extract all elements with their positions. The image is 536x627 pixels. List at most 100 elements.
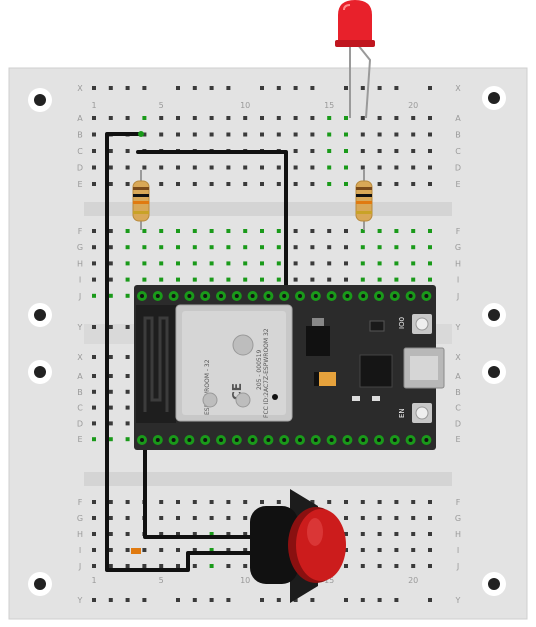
breadboard-hole[interactable] [327,500,332,504]
breadboard-hole[interactable] [125,548,130,552]
breadboard-hole[interactable] [243,532,248,536]
breadboard-hole[interactable] [159,532,164,536]
breadboard-hole[interactable] [125,293,130,298]
breadboard-hole[interactable] [176,245,180,250]
breadboard-hole[interactable] [108,421,113,426]
breadboard-hole[interactable] [92,325,96,329]
breadboard-hole[interactable] [260,165,264,170]
breadboard-hole[interactable] [293,261,298,266]
breadboard-hole[interactable] [377,149,382,153]
breadboard-hole[interactable] [360,500,365,504]
breadboard-hole[interactable] [92,261,96,266]
breadboard-hole[interactable] [159,229,164,233]
breadboard-hole[interactable] [428,132,432,137]
breadboard-hole[interactable] [92,132,96,137]
breadboard-hole[interactable] [209,229,214,233]
breadboard-hole[interactable] [108,437,113,442]
breadboard-hole[interactable] [310,500,315,504]
breadboard-hole[interactable] [310,116,315,120]
breadboard-hole[interactable] [293,245,298,250]
breadboard-hole[interactable] [260,132,264,137]
breadboard-hole[interactable] [92,229,96,233]
breadboard-hole[interactable] [108,261,113,266]
breadboard-hole[interactable] [276,261,281,266]
breadboard-hole[interactable] [276,245,281,250]
breadboard-hole[interactable] [192,132,197,137]
breadboard-hole[interactable] [108,116,113,120]
breadboard-hole[interactable] [428,548,432,552]
breadboard-hole[interactable] [260,182,264,186]
breadboard-hole[interactable] [92,500,96,504]
breadboard-hole[interactable] [428,564,432,568]
breadboard-hole[interactable] [192,86,197,90]
breadboard-hole[interactable] [108,149,113,153]
breadboard-hole[interactable] [192,500,197,504]
breadboard-hole[interactable] [360,132,365,137]
breadboard-hole[interactable] [276,165,281,170]
breadboard-hole[interactable] [108,548,113,552]
breadboard-hole[interactable] [92,405,96,410]
breadboard-hole[interactable] [142,261,147,266]
breadboard-hole[interactable] [411,132,416,137]
breadboard-hole[interactable] [108,165,113,170]
breadboard-hole[interactable] [192,564,197,568]
breadboard-hole[interactable] [125,500,130,504]
breadboard-hole[interactable] [327,165,332,170]
breadboard-hole[interactable] [394,149,399,153]
breadboard-hole[interactable] [92,421,96,426]
breadboard-hole[interactable] [192,598,197,602]
breadboard-hole[interactable] [176,548,180,552]
breadboard-hole[interactable] [428,598,432,602]
breadboard-hole[interactable] [360,165,365,170]
breadboard-hole[interactable] [293,132,298,137]
breadboard-hole[interactable] [411,149,416,153]
breadboard-hole[interactable] [411,116,416,120]
breadboard-hole[interactable] [394,598,399,602]
breadboard-hole[interactable] [125,149,130,153]
breadboard-hole[interactable] [243,245,248,250]
breadboard-hole[interactable] [125,245,130,250]
breadboard-hole[interactable] [226,598,231,602]
breadboard-hole[interactable] [192,182,197,186]
breadboard-hole[interactable] [260,277,264,282]
breadboard-hole[interactable] [125,325,130,329]
breadboard-hole[interactable] [176,86,180,90]
breadboard-hole[interactable] [360,149,365,153]
breadboard-hole[interactable] [92,116,96,120]
breadboard-hole[interactable] [125,405,130,410]
breadboard-hole[interactable] [176,182,180,186]
breadboard-hole[interactable] [360,564,365,568]
breadboard-hole[interactable] [159,132,164,137]
breadboard-hole[interactable] [310,598,315,602]
breadboard-hole[interactable] [394,116,399,120]
breadboard-hole[interactable] [142,132,147,137]
breadboard-hole[interactable] [125,389,130,394]
breadboard-hole[interactable] [428,516,432,520]
breadboard-hole[interactable] [92,598,96,602]
breadboard-hole[interactable] [310,182,315,186]
breadboard-hole[interactable] [108,355,113,359]
breadboard-hole[interactable] [394,132,399,137]
breadboard-hole[interactable] [108,277,113,282]
breadboard-hole[interactable] [428,229,432,233]
breadboard-hole[interactable] [411,548,416,552]
breadboard-hole[interactable] [428,165,432,170]
breadboard-hole[interactable] [276,598,281,602]
breadboard-hole[interactable] [310,261,315,266]
breadboard-hole[interactable] [310,229,315,233]
breadboard-hole[interactable] [377,516,382,520]
breadboard-hole[interactable] [327,277,332,282]
breadboard-hole[interactable] [428,182,432,186]
breadboard-hole[interactable] [411,229,416,233]
breadboard-hole[interactable] [159,245,164,250]
breadboard-hole[interactable] [293,86,298,90]
breadboard-hole[interactable] [92,548,96,552]
breadboard-hole[interactable] [428,245,432,250]
breadboard-hole[interactable] [108,405,113,410]
breadboard-hole[interactable] [125,86,130,90]
breadboard-hole[interactable] [243,132,248,137]
breadboard-hole[interactable] [176,564,180,568]
breadboard-hole[interactable] [209,261,214,266]
breadboard-hole[interactable] [125,374,130,378]
breadboard-hole[interactable] [209,532,214,536]
